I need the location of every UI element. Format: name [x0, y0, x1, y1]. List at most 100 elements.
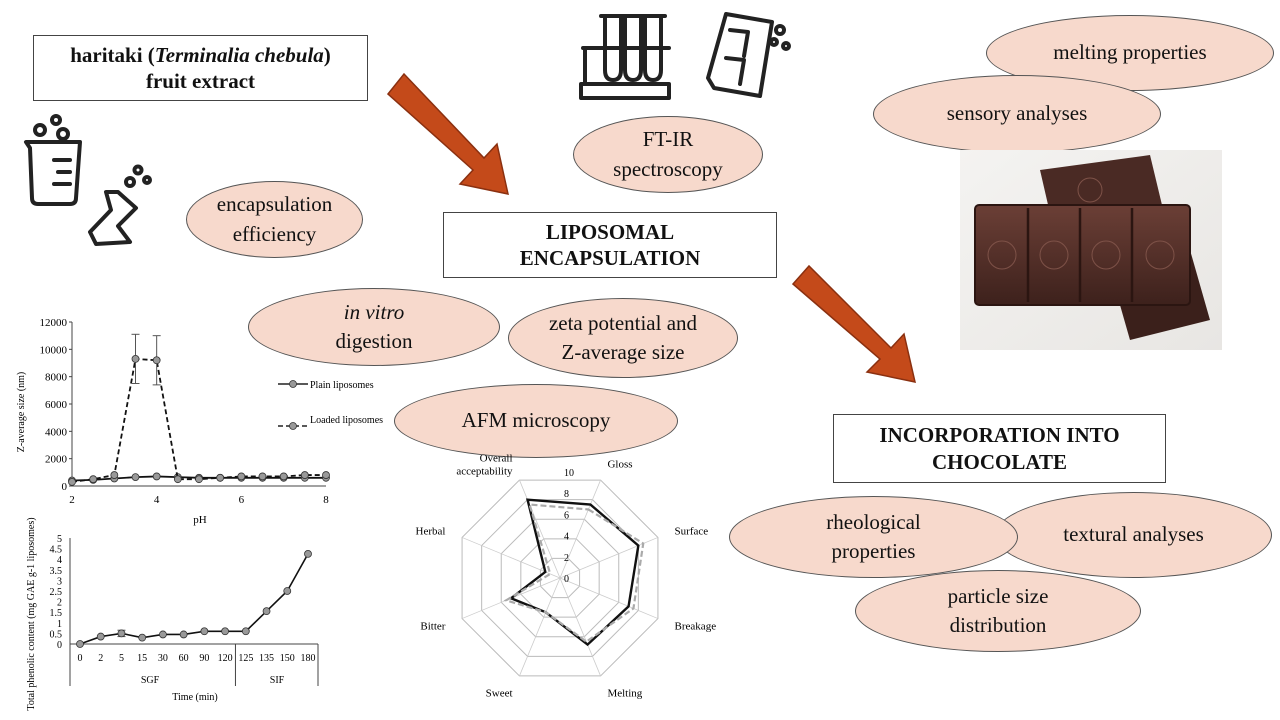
oval-zeta-potential: zeta potential and Z-average size: [508, 298, 738, 378]
chart2-xtick-label: 5: [119, 653, 124, 664]
radar-scale-label: 4: [564, 532, 569, 543]
radar-spoke: [559, 577, 659, 619]
oval-sensory-analyses: sensory analyses: [873, 75, 1161, 153]
radar-axis-label: Gloss: [607, 458, 632, 470]
chart1-point: [237, 472, 246, 481]
oval-particle-size-distribution: particle size distribution: [855, 570, 1141, 652]
lab-document-icon: [706, 12, 791, 98]
chart2-point: [241, 627, 250, 636]
digestion-line2: digestion: [335, 329, 413, 353]
chocolate-photo: [960, 150, 1222, 350]
radar-axis-label: Bitter: [420, 620, 445, 632]
chart2-point: [304, 549, 312, 558]
radar-spoke: [519, 479, 561, 579]
chart1-ytick-label: 10000: [40, 344, 68, 356]
encapsulation-line1: encapsulation: [216, 192, 333, 217]
legend-loaded: Loaded liposomes: [310, 415, 383, 426]
chart2-point: [159, 630, 167, 639]
chart2-xtick-label: 2: [98, 653, 103, 664]
radar-scale-label: 0: [564, 574, 569, 585]
digestion-line1: in vitro: [343, 299, 405, 324]
incorporation-box: INCORPORATION INTO CHOCOLATE: [833, 414, 1166, 483]
radar-axis-label: Herbal: [416, 526, 446, 538]
chart2-xtick-label: 120: [218, 653, 233, 664]
chart2-xtick-label: 180: [301, 653, 316, 664]
beaker-icon: [24, 114, 152, 246]
chart2-group-sgf: SGF: [141, 675, 160, 686]
zeta-line1: zeta potential and: [548, 310, 698, 335]
chart2-series-line: [79, 553, 309, 645]
chart2-point: [200, 627, 209, 636]
radar-scale-label: 8: [564, 489, 569, 500]
chart1-ytick-label: 12000: [40, 317, 68, 329]
chart2-ytick-label: 4.5: [50, 545, 63, 556]
radar-series: [503, 503, 645, 644]
chart1-xtick-label: 4: [154, 494, 160, 506]
particle-line1: particle size: [947, 583, 1049, 608]
chart2-point: [221, 627, 229, 636]
textural-line1: textural analyses: [1063, 522, 1204, 547]
chocolate-box-line1: INCORPORATION INTO: [879, 423, 1120, 448]
zeta-line2: Z-average size: [561, 340, 685, 364]
chart1-point: [110, 471, 119, 479]
chart1-ytick-label: 8000: [45, 372, 68, 384]
chart2-ytick-label: 5: [57, 534, 62, 545]
radar-axis-label: Melting: [607, 688, 642, 700]
test-tube-rack-icon: [579, 14, 671, 100]
chart2-xtick-label: 0: [78, 653, 83, 664]
chart1-point: [258, 472, 267, 481]
chart1-legend: Plain liposomes Loaded liposomes: [278, 380, 383, 430]
oval-afm-microscopy: AFM microscopy: [394, 384, 678, 458]
chart1-point: [173, 475, 182, 484]
oval-rheological-properties: rheological properties: [729, 496, 1018, 578]
chart2-ytick-label: 3: [57, 576, 62, 587]
chart2-point: [138, 633, 147, 642]
chart1-xtick-label: 8: [323, 494, 329, 506]
chart1-ytick-label: 2000: [45, 454, 68, 466]
chart1-point: [322, 471, 330, 479]
chart1-ytick-label: 0: [62, 481, 68, 493]
radar-spoke: [559, 479, 601, 579]
chart2-ylabel: Total phenolic content (mg GAE g-1 lipos…: [26, 517, 37, 710]
extract-box-line2: fruit extract: [145, 69, 256, 93]
extract-box: haritaki (Terminalia chebula) fruit extr…: [33, 35, 368, 101]
chocolate-box-line2: CHOCOLATE: [932, 449, 1067, 474]
chart1-series-line: [71, 357, 326, 483]
central-box-line2: ENCAPSULATION: [519, 246, 701, 270]
melting-line1: melting properties: [1053, 40, 1207, 65]
chart-radar: GlossSurfaceBreakageMeltingSweetBitterHe…: [416, 452, 717, 700]
chart2-ytick-label: 1: [57, 619, 62, 630]
oval-ftir: FT-IR spectroscopy: [573, 116, 763, 193]
chart1-ytick-label: 6000: [45, 399, 68, 411]
radar-scale-label: 2: [564, 553, 569, 564]
ftir-line2: spectroscopy: [613, 156, 723, 181]
radar-axis-label: Surface: [675, 526, 709, 538]
sensory-line1: sensory analyses: [946, 101, 1088, 126]
chart1-point: [152, 356, 161, 365]
flask-icon: [88, 164, 152, 246]
chart1-xtick-label: 6: [239, 494, 245, 506]
chart2-xlabel: Time (min): [172, 692, 217, 703]
radar-scale-label: 10: [564, 468, 574, 479]
ftir-line1: FT-IR: [642, 127, 694, 152]
chart2-ytick-label: 0.5: [50, 629, 63, 640]
chart2-xtick-label: 30: [158, 653, 168, 664]
chart2-ytick-label: 3.5: [50, 566, 63, 577]
afm-line1: AFM microscopy: [461, 408, 611, 433]
extract-suffix: ): [323, 42, 331, 67]
chart1-point: [68, 477, 76, 486]
chart1-ylabel: Z-average size (nm): [16, 372, 27, 453]
chart2-xtick-label: 15: [137, 653, 147, 664]
radar-scale-label: 6: [564, 510, 569, 521]
radar-axis-label: Sweet: [486, 688, 513, 700]
particle-line2: distribution: [949, 613, 1047, 637]
chart1-point: [152, 472, 161, 481]
chart2-point: [283, 587, 292, 595]
oval-in-vitro-digestion: in vitro digestion: [248, 288, 500, 366]
chart2-ytick-label: 2.5: [50, 587, 63, 598]
chart2-ytick-label: 0: [57, 640, 62, 651]
central-box-line1: LIPOSOMAL: [545, 219, 675, 244]
